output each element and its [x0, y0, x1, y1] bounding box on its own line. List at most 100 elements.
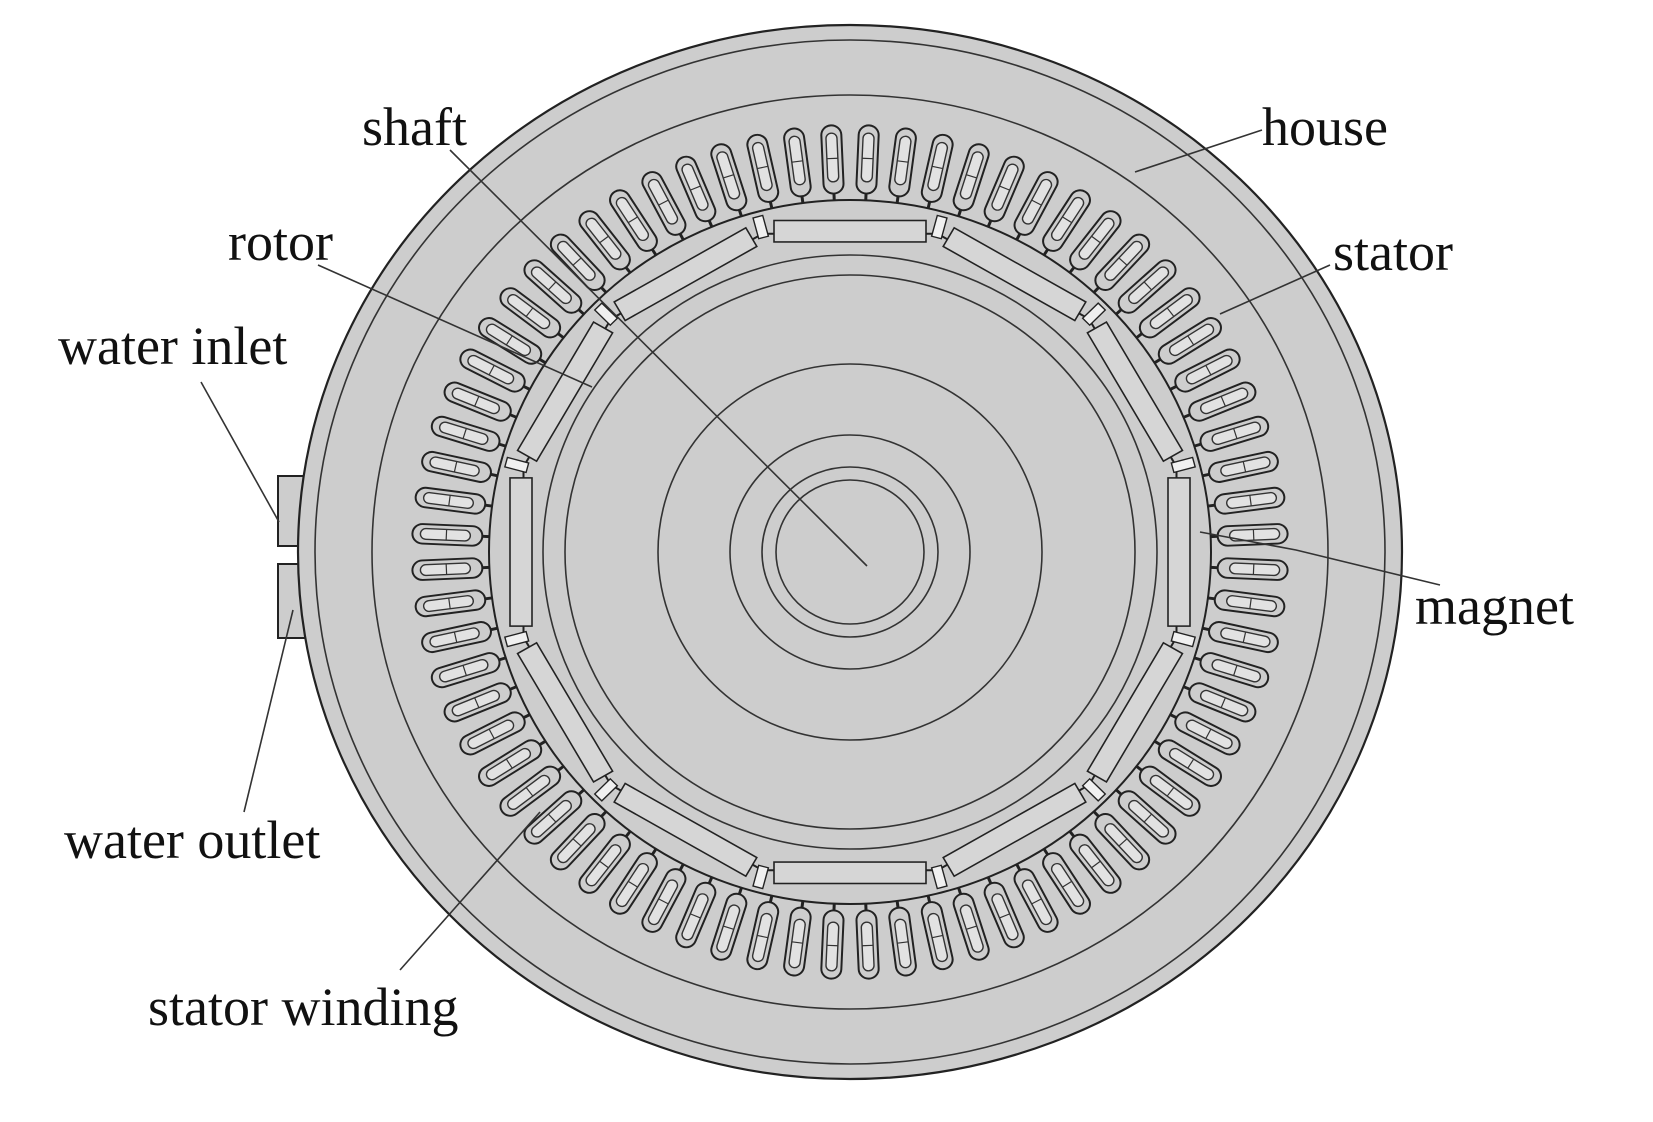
magnet-block — [613, 782, 758, 878]
housing-inner-edge — [314, 39, 1386, 1065]
stator-outer-edge — [371, 94, 1329, 1010]
stator-slot — [1042, 189, 1091, 256]
stator-slot — [855, 903, 880, 980]
stator-slot — [1115, 259, 1177, 316]
stator-slot — [1207, 589, 1286, 618]
magnet-gap — [503, 630, 530, 648]
stator-slot — [1210, 523, 1289, 547]
stator-slot — [549, 233, 608, 294]
magnet-block — [1086, 641, 1184, 783]
label-water-outlet: water outlet — [64, 810, 320, 870]
stator-slot — [1092, 810, 1151, 871]
stator-slot — [443, 381, 518, 422]
magnet-block — [516, 641, 614, 783]
magnet-gap — [930, 214, 948, 240]
stator-slot — [1068, 830, 1122, 894]
magnet-gap — [1081, 777, 1107, 802]
stator-slot — [1193, 652, 1270, 689]
stator-slot — [1202, 621, 1279, 654]
stator-bore — [488, 199, 1212, 905]
stator-slot — [710, 143, 748, 217]
rotor-magnets — [503, 214, 1197, 890]
magnet-gap — [930, 864, 948, 890]
shaft-outer — [761, 466, 939, 638]
stator-slot — [888, 900, 917, 977]
stator-slot — [414, 589, 493, 618]
magnet-gap — [1170, 630, 1197, 648]
stator-slot — [746, 133, 780, 209]
leader-stator-winding — [399, 811, 541, 971]
magnet-block — [1167, 477, 1191, 627]
stator-slot — [820, 124, 845, 201]
leader-stator — [1219, 264, 1331, 315]
rotor-outline — [522, 232, 1178, 872]
stator-slot — [609, 848, 658, 915]
leader-house — [1134, 129, 1263, 173]
magnet-gap — [593, 302, 619, 327]
stator-slot — [746, 895, 780, 971]
stator-slot — [920, 895, 954, 971]
leader-magnet — [1199, 531, 1441, 586]
stator-slot — [783, 127, 812, 204]
label-rotor: rotor — [228, 212, 333, 272]
stator-slot — [783, 900, 812, 977]
magnet-gap — [1170, 456, 1197, 474]
stator-slot — [578, 210, 632, 274]
stator-slot — [1210, 557, 1289, 581]
stator-slot — [983, 155, 1025, 228]
stator-slot — [421, 621, 498, 654]
stator-slot — [1182, 381, 1257, 422]
stator-slot — [920, 133, 954, 209]
label-house: house — [1262, 97, 1388, 157]
stator-slot — [1207, 486, 1286, 515]
stator-slot — [1169, 348, 1241, 393]
stator-slot — [675, 876, 717, 949]
stator-slot — [1193, 415, 1270, 452]
stator-slot — [1068, 210, 1122, 274]
stator-slot — [499, 287, 565, 339]
stator-slot — [820, 903, 845, 980]
label-shaft: shaft — [362, 97, 467, 157]
magnet-block — [1086, 321, 1184, 463]
stator-slot — [641, 171, 687, 241]
stator-slot — [414, 486, 493, 515]
label-stator: stator — [1333, 222, 1453, 282]
stator-slot — [443, 682, 518, 723]
stator-slot — [523, 788, 585, 845]
stator-slot — [609, 189, 658, 256]
magnet-gap — [503, 456, 530, 474]
stator-slot — [983, 876, 1025, 949]
stator-slot — [421, 450, 498, 483]
stator-slot — [641, 863, 687, 933]
stator-slot — [478, 317, 547, 365]
stator-slot — [459, 348, 531, 393]
stator-slot — [1013, 171, 1059, 241]
magnet-block — [509, 477, 533, 627]
stator-slot — [1202, 450, 1279, 483]
magnet-gap — [1081, 302, 1107, 327]
stator-slot — [855, 124, 880, 201]
label-stator-winding: stator winding — [148, 977, 458, 1037]
stator-slot — [1135, 765, 1201, 817]
leader-shaft — [449, 149, 868, 567]
rotor-ring-4 — [729, 434, 971, 670]
label-magnet: magnet — [1415, 576, 1574, 636]
magnet-block — [773, 219, 927, 243]
stator-slot — [523, 259, 585, 316]
magnet-gap — [593, 777, 619, 802]
magnet-gap — [752, 214, 770, 240]
stator-slot — [1042, 848, 1091, 915]
label-water-inlet: water inlet — [58, 316, 287, 376]
stator-slot — [430, 415, 507, 452]
stator-slot — [1153, 317, 1222, 365]
leader-water-outlet — [243, 609, 294, 813]
stator-slot — [1135, 287, 1201, 339]
magnet-block — [516, 321, 614, 463]
stator-slots — [411, 124, 1289, 980]
magnet-block — [773, 861, 927, 885]
stator-slot — [459, 711, 531, 756]
leader-water-inlet — [200, 381, 280, 523]
stator-slot — [952, 143, 990, 217]
stator-slot — [1092, 233, 1151, 294]
